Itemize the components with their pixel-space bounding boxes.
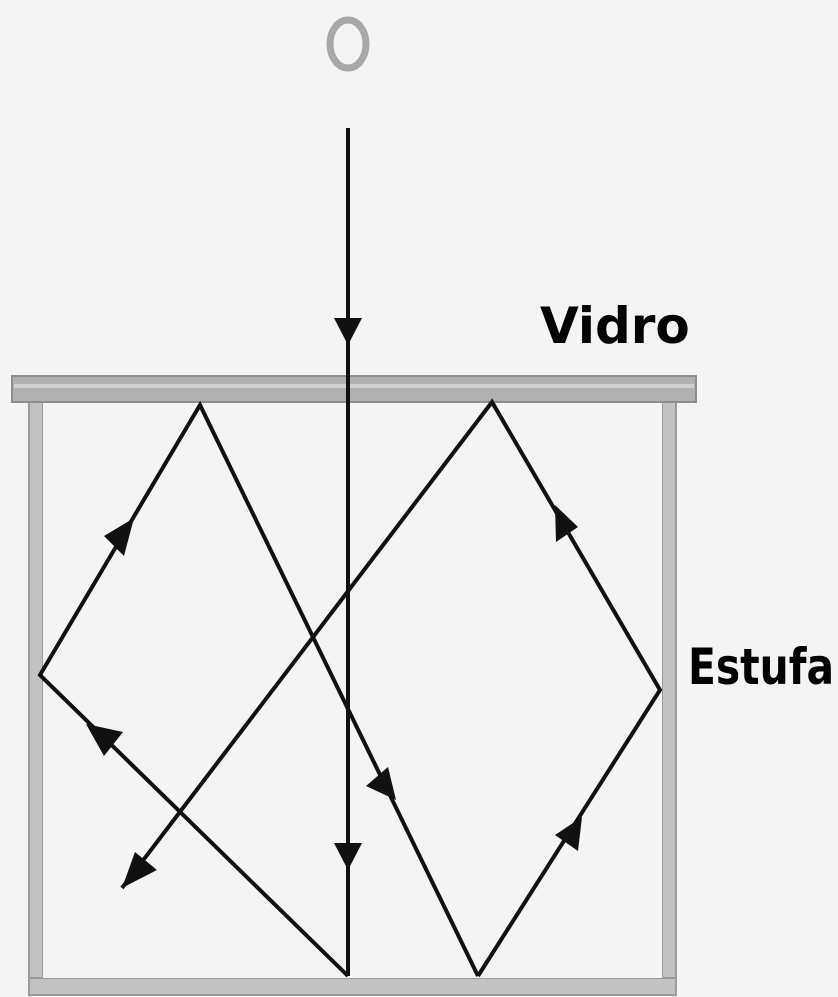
sun-ring-icon bbox=[330, 20, 366, 68]
greenhouse-label: Estufa bbox=[688, 638, 834, 696]
greenhouse-floor bbox=[29, 978, 676, 995]
glass-roof bbox=[12, 376, 696, 402]
greenhouse-right-wall bbox=[662, 392, 676, 994]
incoming-ray-arrow-top bbox=[334, 318, 362, 345]
glass-label: Vidro bbox=[540, 297, 690, 355]
greenhouse-interior bbox=[43, 402, 662, 978]
greenhouse-left-wall bbox=[29, 392, 43, 994]
